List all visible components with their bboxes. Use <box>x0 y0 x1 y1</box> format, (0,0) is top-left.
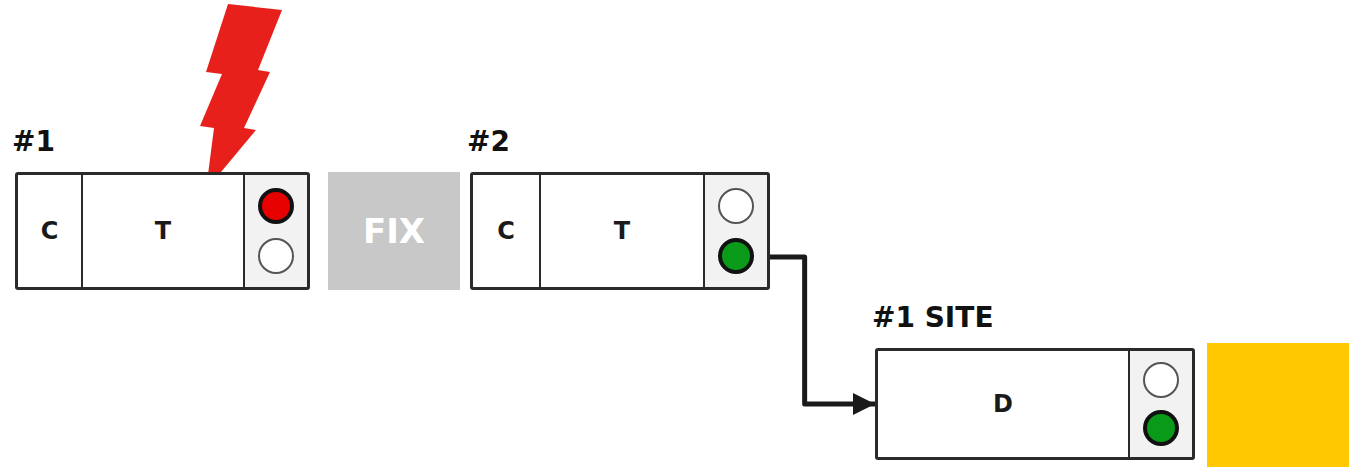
box-section: C <box>473 175 541 287</box>
process-box: #2CT <box>470 172 770 290</box>
box-heading: #2 <box>467 125 510 158</box>
process-box: #1CT <box>15 172 310 290</box>
box-section: T <box>83 175 245 287</box>
process-box: #1 SITED <box>875 348 1195 460</box>
lightning-bolt <box>200 4 282 190</box>
signal-lamp <box>258 238 294 274</box>
signal-lamp <box>1143 410 1179 446</box>
traffic-light <box>705 175 767 287</box>
box-section: D <box>878 351 1130 457</box>
box-heading: #1 SITE <box>872 301 994 334</box>
box-label: FIX <box>363 211 425 251</box>
flow-arrow <box>770 257 875 404</box>
traffic-light <box>245 175 307 287</box>
signal-lamp <box>1143 362 1179 398</box>
signal-lamp <box>258 188 294 224</box>
fix-box: FIX <box>328 172 460 290</box>
traffic-light <box>1130 351 1192 457</box>
box-heading: #1 <box>12 125 55 158</box>
signal-lamp <box>718 188 754 224</box>
box-section: C <box>18 175 83 287</box>
signal-lamp <box>718 238 754 274</box>
box-section: T <box>541 175 705 287</box>
yellow-square <box>1207 343 1349 467</box>
